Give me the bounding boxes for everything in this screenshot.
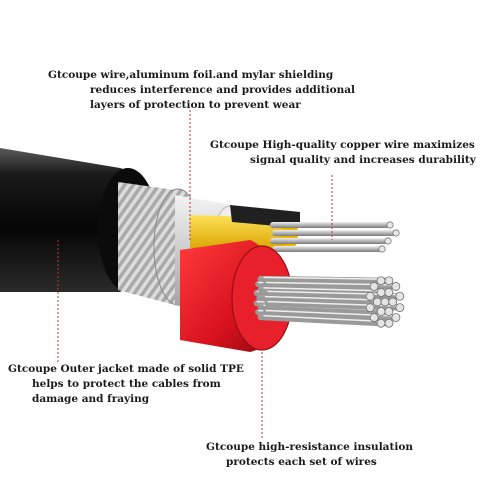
copper-strand — [260, 275, 392, 284]
copper-line-2: signal quality and increases durability — [250, 154, 476, 166]
copper-strand-end — [388, 297, 398, 307]
copper-strand — [264, 289, 403, 300]
copper-strand — [260, 314, 393, 327]
leader-lines — [57, 110, 333, 440]
copper-strand — [261, 295, 396, 305]
main-strand-bundle — [253, 275, 405, 328]
outer-jacket-description: Gtcoupe Outer jacket made of solid TPE h… — [8, 362, 244, 407]
jacket-line-2: helps to protect the cables from — [32, 378, 221, 390]
jacket-line-3: damage and fraying — [32, 393, 150, 405]
jacket-line-1: Gtcoupe Outer jacket made of solid TPE — [8, 363, 244, 375]
shielding-line-3: layers of protection to prevent wear — [90, 99, 301, 111]
insulation-line-2: protects each set of wires — [226, 456, 377, 468]
copper-strand-end — [369, 282, 379, 291]
insulation-line-1: Gtcoupe high-resistance insulation — [206, 441, 413, 453]
copper-strand-end — [365, 303, 375, 313]
copper-strand-highlight — [263, 314, 390, 323]
copper-strand-end — [395, 291, 405, 301]
copper-strand-end — [384, 276, 394, 286]
copper-strand-end — [380, 297, 390, 307]
copper-strand-highlight — [263, 287, 389, 292]
copper-strand-end — [391, 282, 401, 291]
copper-strand-end — [369, 313, 379, 322]
copper-strand — [264, 300, 403, 311]
copper-strand-end — [376, 276, 386, 286]
copper-strand-end — [395, 303, 405, 313]
copper-strand-end — [391, 313, 401, 322]
copper-strand-end — [365, 291, 375, 301]
shielding-description: Gtcoupe wire,aluminum foil.and mylar shi… — [48, 68, 355, 113]
copper-strand-end — [384, 288, 394, 297]
copper-wire-description: Gtcoupe High-quality copper wire maximiz… — [210, 138, 476, 168]
copper-strand — [260, 286, 392, 296]
copper-strand-end — [384, 307, 394, 316]
copper-strand-end — [384, 318, 394, 328]
copper-strand-end — [376, 307, 386, 316]
copper-line-1: Gtcoupe High-quality copper wire maximiz… — [210, 139, 475, 151]
insulation-description: Gtcoupe high-resistance insulation prote… — [206, 440, 413, 470]
copper-strand-end — [376, 318, 386, 328]
upper-strand-bundle — [270, 221, 400, 253]
copper-strand-highlight — [263, 276, 389, 280]
copper-strand-end — [376, 288, 386, 297]
shielding-line-2: reduces interference and provides additi… — [90, 84, 356, 96]
shielding-line-1: Gtcoupe wire,aluminum foil.and mylar shi… — [48, 69, 334, 81]
copper-strand-end — [372, 297, 382, 307]
